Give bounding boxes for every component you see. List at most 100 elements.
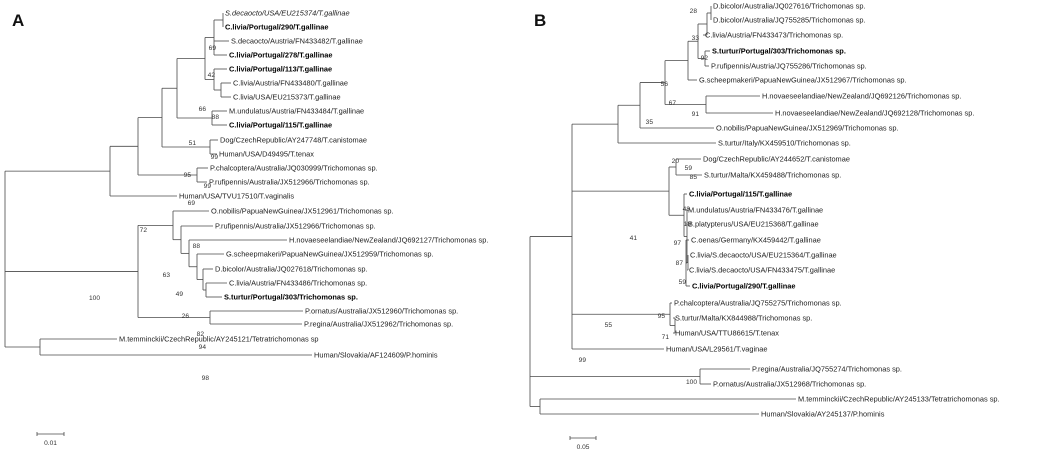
leaf-label: S.turtur/Malta/KX459488/Trichomonas sp. bbox=[704, 171, 841, 180]
bootstrap-value: 33 bbox=[692, 35, 700, 42]
bootstrap-value: 100 bbox=[89, 295, 100, 302]
leaf-label: C.livia/Portugal/278/T.gallinae bbox=[229, 51, 333, 60]
leaf-label: O.nobilis/PapuaNewGuinea/JX512969/Tricho… bbox=[716, 124, 899, 133]
bootstrap-value: 82 bbox=[197, 331, 205, 338]
tree-panel-a: A S.decaocto/USA/EU215374/T.gallinaeC.liv… bbox=[4, 9, 488, 447]
bootstrap-value: 69 bbox=[209, 45, 217, 52]
leaf-label: H.novaeseelandiae/NewZealand/JQ692127/Tr… bbox=[289, 236, 488, 245]
leaf-label: M.undulatus/Austria/FN433476/T.gallinae bbox=[688, 206, 823, 215]
bootstrap-value: 49 bbox=[176, 291, 184, 298]
leaf-label: C.livia/Portugal/290/T.gallinae bbox=[692, 282, 796, 291]
leaf-label: S.turtur/Malta/KX844988/Trichomonas sp. bbox=[675, 314, 812, 323]
bootstrap-value: 71 bbox=[662, 334, 670, 341]
leaf-label: C.oenas/Germany/KX459442/T.gallinae bbox=[691, 236, 821, 245]
leaf-label: P.regina/Australia/JX512962/Trichomonas … bbox=[304, 320, 453, 329]
leaf-label: C.livia/Portugal/115/T.gallinae bbox=[689, 190, 792, 199]
leaf-label: C.livia/USA/EU215373/T.gallinae bbox=[233, 93, 341, 102]
leaf-label: S.turtur/Portugal/303/Trichomonas sp. bbox=[224, 293, 358, 302]
scale-bar-label: 0.05 bbox=[577, 444, 590, 451]
leaf-label: P.ornatus/Australia/JX512968/Trichomonas… bbox=[713, 380, 866, 389]
bootstrap-value: 88 bbox=[212, 114, 220, 121]
leaf-label: S.turtur/Portugal/303/Trichomonas sp. bbox=[712, 47, 846, 56]
leaf-label: P.rufipennis/Australia/JX512966/Trichomo… bbox=[209, 178, 370, 187]
leaf-label: H.novaeseelandiae/NewZealand/JQ692128/Tr… bbox=[775, 109, 974, 118]
bootstrap-value: 67 bbox=[669, 100, 677, 107]
leaf-label: Dog/CzechRepublic/AY244652/T.canistomae bbox=[703, 155, 850, 164]
leaf-label: C.livia/Portugal/115/T.gallinae bbox=[229, 121, 332, 130]
bootstrap-value: 87 bbox=[676, 260, 684, 267]
bootstrap-value: 100 bbox=[686, 379, 697, 386]
bootstrap-value: 95 bbox=[184, 172, 192, 179]
leaf-label: G.scheepmakeri/PapuaNewGuinea/JX512959/T… bbox=[226, 250, 434, 259]
leaf-label: S.turtur/Italy/KX459510/Trichomonas sp. bbox=[718, 139, 851, 148]
bootstrap-value: 97 bbox=[674, 240, 682, 247]
leaf-label: C.livia/Portugal/113/T.gallinae bbox=[229, 65, 332, 74]
bootstrap-value: 91 bbox=[692, 111, 700, 118]
bootstrap-value: 99 bbox=[579, 357, 587, 364]
bootstrap-value: 69 bbox=[188, 200, 196, 207]
leaf-label: S.decaocto/USA/EU215374/T.gallinae bbox=[225, 9, 350, 18]
bootstrap-value: 42 bbox=[208, 72, 216, 79]
leaf-label: Human/Slovakia/AF124609/P.hominis bbox=[314, 351, 438, 360]
leaf-label: P.rufipennis/Australia/JX512966/Trichomo… bbox=[215, 222, 376, 231]
leaf-label: C.livia/S.decaocto/USA/EU215364/T.gallin… bbox=[690, 251, 837, 260]
bootstrap-value: 98 bbox=[202, 375, 210, 382]
bootstrap-value: 56 bbox=[661, 81, 669, 88]
bootstrap-value: 41 bbox=[630, 235, 638, 242]
leaf-label: M.temminckii/CzechRepublic/AY245133/Tetr… bbox=[798, 395, 1000, 404]
leaf-label: H.novaeseelandiae/NewZealand/JQ692126/Tr… bbox=[762, 92, 961, 101]
bootstrap-value: 28 bbox=[690, 8, 698, 15]
leaf-label: Human/Slovakia/AY245137/P.hominis bbox=[761, 410, 885, 419]
bootstrap-value: 26 bbox=[182, 313, 190, 320]
leaf-label: C.livia/S.decaocto/USA/FN433475/T.gallin… bbox=[689, 266, 835, 275]
leaf-label: P.chalcoptera/Australia/JQ755275/Trichom… bbox=[674, 299, 842, 308]
leaf-label: C.livia/Portugal/290/T.gallinae bbox=[225, 23, 329, 32]
leaf-labels: S.decaocto/USA/EU215374/T.gallinaeC.livi… bbox=[119, 9, 488, 360]
bootstrap-value: 88 bbox=[193, 243, 201, 250]
scale-bar: 0.01 bbox=[36, 432, 65, 447]
bootstrap-value: 72 bbox=[140, 227, 148, 234]
leaf-label: G.scheepmakeri/PapuaNewGuinea/JX512967/T… bbox=[699, 76, 907, 85]
tree-branches bbox=[529, 6, 796, 415]
panel-label: B bbox=[534, 11, 546, 30]
leaf-label: M.undulatus/Austria/FN433484/T.gallinae bbox=[229, 107, 364, 116]
leaf-labels: D.bicolor/Australia/JQ027616/Trichomonas… bbox=[666, 2, 1000, 419]
bootstrap-value: 18 bbox=[684, 221, 692, 228]
leaf-label: C.livia/Austria/FN433486/Trichomonas sp. bbox=[229, 279, 367, 288]
scale-bar-label: 0.01 bbox=[44, 440, 57, 447]
bootstrap-value: 59 bbox=[685, 165, 693, 172]
bootstrap-value: 95 bbox=[658, 313, 666, 320]
bootstrap-value: 35 bbox=[646, 119, 654, 126]
bootstrap-value: 99 bbox=[211, 154, 219, 161]
bootstrap-value: 59 bbox=[679, 279, 687, 286]
leaf-label: M.temminckii/CzechRepublic/AY245121/Tetr… bbox=[119, 335, 319, 344]
tree-branches bbox=[4, 13, 312, 356]
bootstrap-value: 66 bbox=[199, 106, 207, 113]
leaf-label: Human/USA/L29561/T.vaginae bbox=[666, 345, 767, 354]
leaf-label: Dog/CzechRepublic/AY247748/T.canistomae bbox=[220, 136, 367, 145]
leaf-label: D.bicolor/Australia/JQ027616/Trichomonas… bbox=[713, 2, 866, 11]
bootstrap-value: 99 bbox=[204, 183, 212, 190]
leaf-label: P.chalcoptera/Australia/JQ030999/Trichom… bbox=[210, 164, 378, 173]
leaf-label: S.decaocto/Austria/FN433482/T.gallinae bbox=[231, 37, 363, 46]
leaf-label: D.bicolor/Australia/JQ027618/Trichomonas… bbox=[215, 265, 368, 274]
bootstrap-value: 94 bbox=[199, 344, 207, 351]
bootstrap-values: 2833925691673520598548189787594195715599… bbox=[579, 8, 709, 386]
leaf-label: O.nobilis/PapuaNewGuinea/JX512961/Tricho… bbox=[211, 207, 394, 216]
scale-bar: 0.05 bbox=[569, 436, 597, 451]
tree-panel-b: B D.bicolor/Australia/JQ027616/Trichomona… bbox=[529, 2, 1000, 451]
leaf-label: Human/USA/D49495/T.tenax bbox=[219, 150, 314, 159]
panel-label: A bbox=[12, 11, 24, 30]
leaf-label: P.ornatus/Australia/JX512960/Trichomonas… bbox=[305, 307, 458, 316]
leaf-label: Human/USA/TTU86615/T.tenax bbox=[675, 329, 779, 338]
leaf-label: C.livia/Austria/FN433473/Trichomonas sp. bbox=[705, 31, 843, 40]
bootstrap-value: 20 bbox=[672, 158, 680, 165]
bootstrap-value: 85 bbox=[690, 174, 698, 181]
leaf-label: D.bicolor/Australia/JQ755285/Trichomonas… bbox=[713, 16, 866, 25]
bootstrap-value: 48 bbox=[683, 206, 691, 213]
leaf-label: P.rufipennis/Austria/JQ755286/Trichomona… bbox=[711, 62, 867, 71]
leaf-label: P.regina/Australia/JQ755274/Trichomonas … bbox=[752, 365, 902, 374]
leaf-label: Human/USA/TVU17510/T.vaginalis bbox=[179, 192, 294, 201]
